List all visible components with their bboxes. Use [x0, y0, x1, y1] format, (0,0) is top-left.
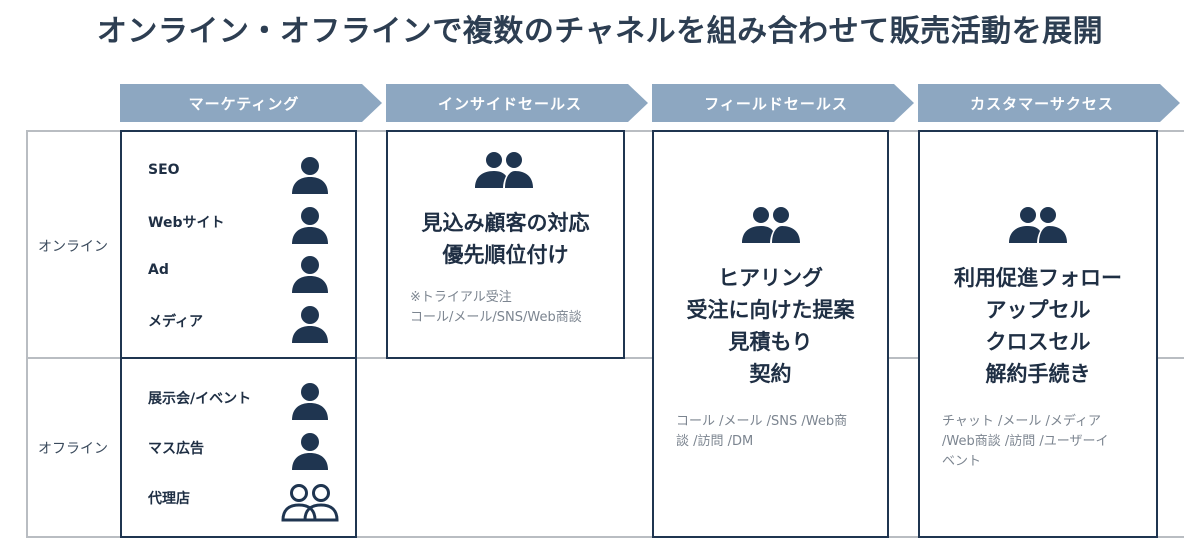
page-title: オンライン・オフラインで複数のチャネルを組み合わせて販売活動を展開 — [96, 14, 1104, 49]
row-label-online: オンライン — [38, 239, 108, 255]
customer-success-note: チャット /メール /メディア /Web商談 /訪問 /ユーザーイ ベント — [942, 412, 1109, 472]
marketing-item-agency: 代理店 — [148, 491, 190, 507]
customer-success-note-line: ベント — [942, 454, 982, 469]
people-group-icon — [474, 150, 534, 190]
inside-sales-note-line: ※トライアル受注 — [410, 290, 512, 305]
people-group-icon — [1008, 205, 1068, 245]
inside-sales-note: ※トライアル受注 コール/メール/SNS/Web商談 — [410, 288, 582, 328]
marketing-item-website: Webサイト — [148, 215, 225, 231]
field-sales-note-line: コール /メール /SNS /Web商 — [676, 414, 848, 429]
marketing-item-mass-ad: マス広告 — [148, 441, 204, 457]
field-sales-line: ヒアリング — [718, 266, 823, 290]
inside-sales-note-line: コール/メール/SNS/Web商談 — [410, 310, 582, 325]
customer-success-line: 利用促進フォロー — [954, 266, 1122, 290]
stage-arrow-inside-sales: インサイドセールス — [386, 84, 648, 122]
people-outline-icon — [280, 482, 340, 522]
stage-arrow-marketing: マーケティング — [120, 84, 382, 122]
stage-arrow-field-sales: フィールドセールス — [652, 84, 914, 122]
stage-arrow-customer-success: カスタマーサクセス — [918, 84, 1180, 122]
field-sales-text: ヒアリング 受注に向けた提案 見積もり 契約 — [652, 262, 889, 390]
inside-sales-text: 見込み顧客の対応 優先順位付け — [386, 207, 625, 271]
person-icon — [290, 431, 330, 471]
field-sales-note-line: 談 /訪問 /DM — [676, 434, 754, 449]
person-icon — [290, 254, 330, 294]
row-label-offline: オフライン — [38, 441, 108, 457]
person-icon — [290, 304, 330, 344]
marketing-item-seo: SEO — [148, 162, 180, 178]
field-sales-box — [652, 130, 889, 538]
people-group-icon — [741, 205, 801, 245]
customer-success-line: アップセル — [985, 298, 1091, 322]
inside-sales-line: 見込み顧客の対応 — [421, 211, 590, 235]
person-icon — [290, 155, 330, 195]
customer-success-line: 解約手続き — [985, 362, 1091, 386]
marketing-item-exhibition: 展示会/イベント — [148, 391, 252, 407]
customer-success-note-line: /Web商談 /訪問 /ユーザーイ — [942, 434, 1109, 449]
marketing-item-ad: Ad — [148, 262, 169, 278]
field-sales-line: 受注に向けた提案 — [686, 298, 855, 322]
inside-sales-line: 優先順位付け — [442, 243, 569, 267]
customer-success-note-line: チャット /メール /メディア — [942, 414, 1101, 429]
person-icon — [290, 205, 330, 245]
customer-success-box — [918, 130, 1158, 538]
field-sales-line: 見積もり — [728, 330, 813, 354]
marketing-item-media: メディア — [148, 314, 204, 330]
field-sales-note: コール /メール /SNS /Web商 談 /訪問 /DM — [676, 412, 847, 452]
inside-sales-box — [386, 130, 625, 359]
customer-success-line: クロスセル — [985, 330, 1091, 354]
grid-line-bottom — [26, 536, 1184, 538]
person-icon — [290, 381, 330, 421]
customer-success-text: 利用促進フォロー アップセル クロスセル 解約手続き — [918, 262, 1158, 390]
grid-line-left — [26, 130, 28, 538]
field-sales-line: 契約 — [749, 362, 792, 386]
